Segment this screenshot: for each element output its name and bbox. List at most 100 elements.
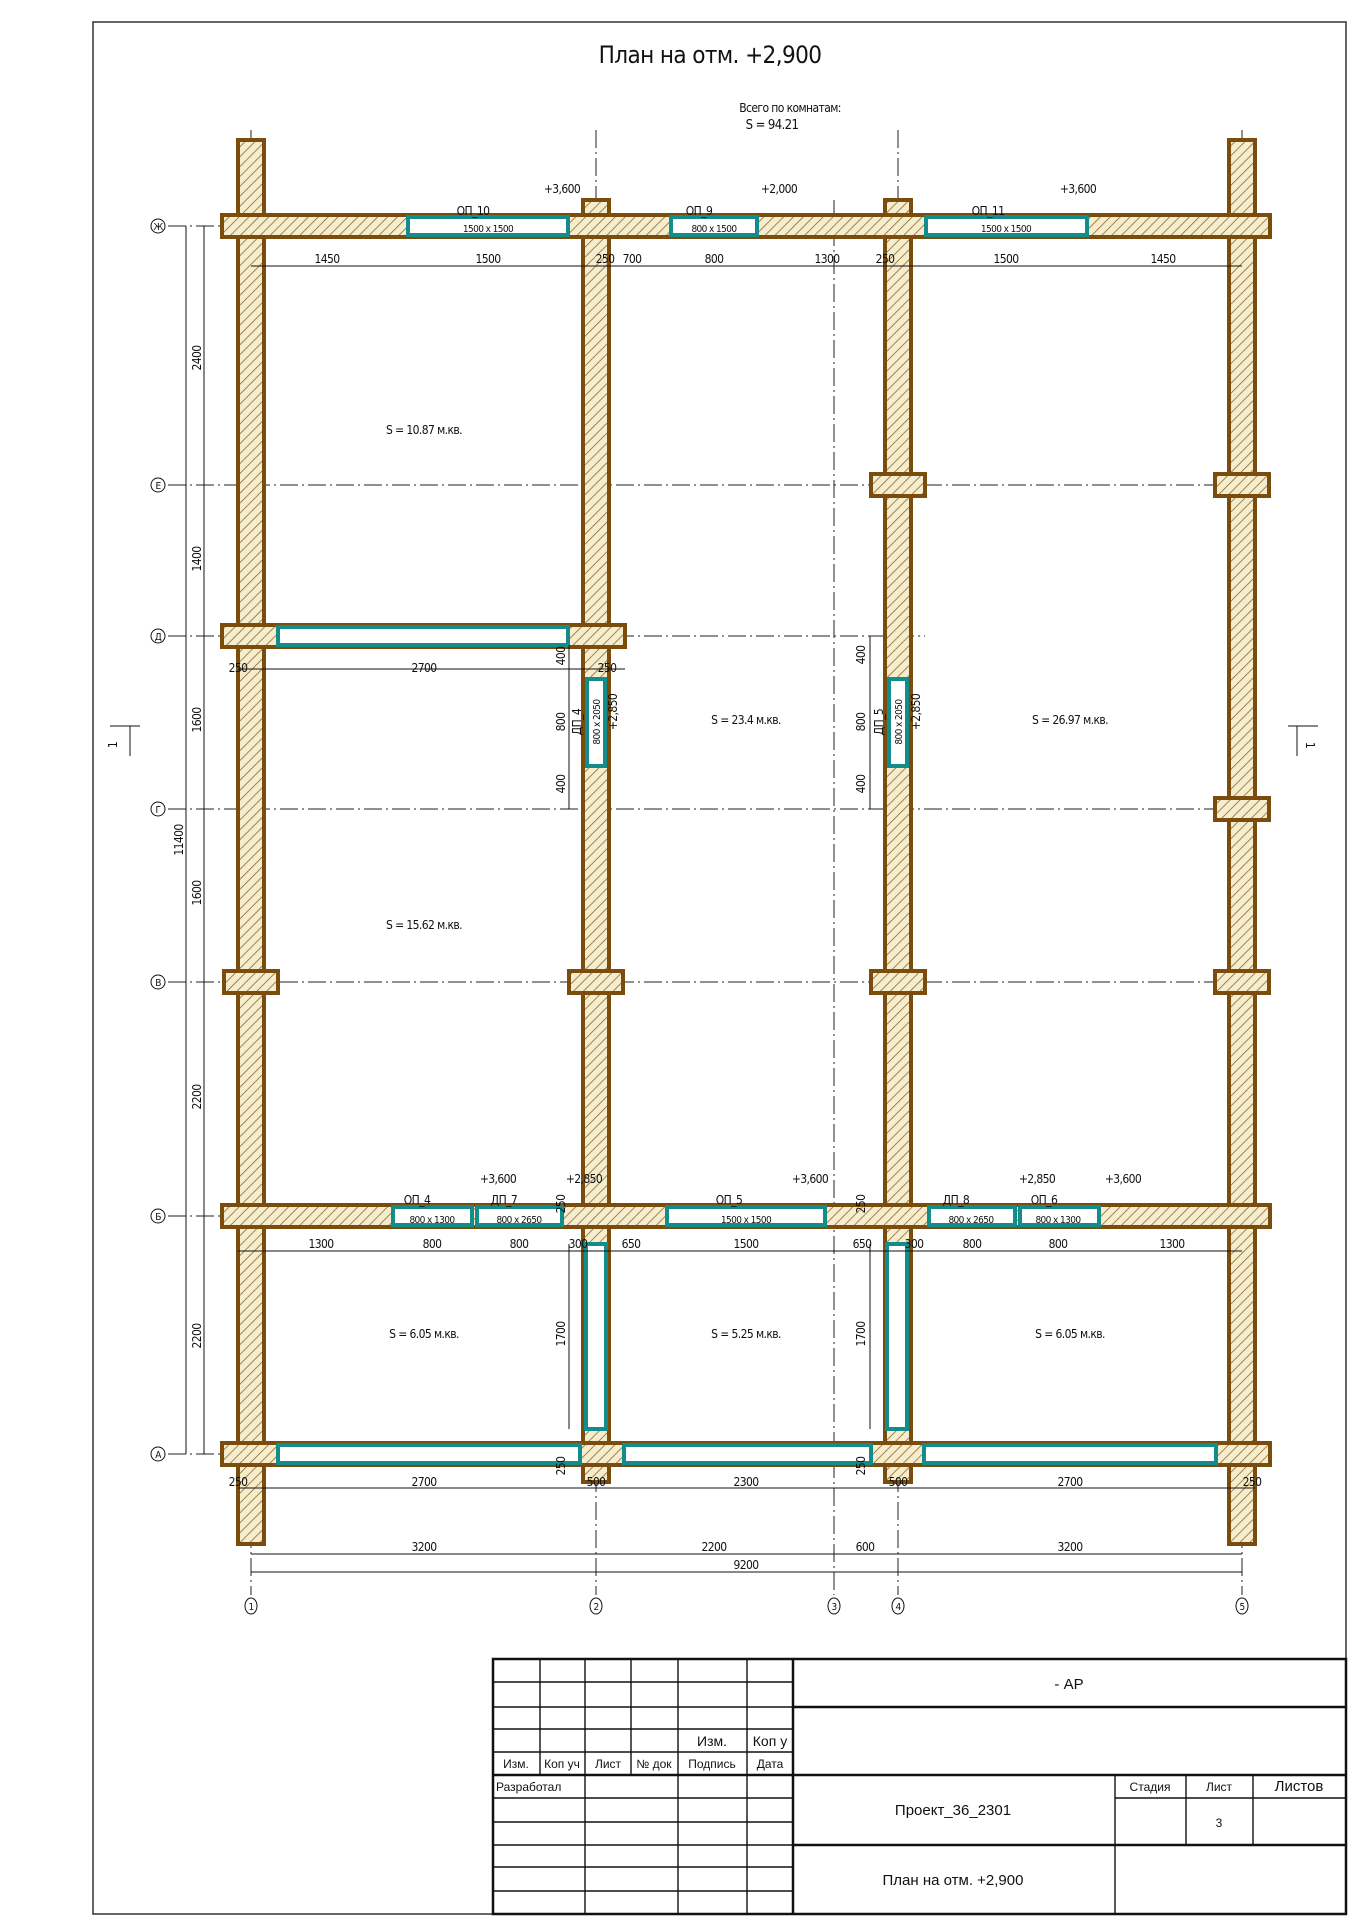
label: 11400 xyxy=(172,824,186,856)
row-axis-markers: Ж Е Д Г В Б А xyxy=(150,218,166,1462)
glazing-row-d xyxy=(276,625,570,647)
label: 600 xyxy=(856,1540,876,1554)
label: 5 xyxy=(1239,1602,1244,1613)
label: 250 xyxy=(854,1456,868,1476)
label: Изм. xyxy=(503,1757,529,1771)
room-area: S = 26.97 м.кв. xyxy=(1032,713,1108,727)
label: 500 xyxy=(889,1475,909,1489)
label: 800 x 1300 xyxy=(409,1215,455,1226)
label: 1 xyxy=(248,1602,253,1613)
dimension-lines xyxy=(185,226,1255,1573)
label: Лист xyxy=(1206,1780,1233,1794)
label: 2200 xyxy=(190,1323,204,1349)
door-dp7 xyxy=(475,1205,564,1227)
label: 1 xyxy=(1303,742,1317,748)
label: +2,850 xyxy=(566,1172,603,1186)
label: 500 xyxy=(587,1475,607,1489)
label: ДП_7 xyxy=(491,1193,517,1207)
drawing-title: План на отм. +2,900 xyxy=(599,41,822,69)
room-area: S = 10.87 м.кв. xyxy=(386,423,462,437)
axis-marker-a: А xyxy=(150,1446,166,1462)
glazing-a-3 xyxy=(922,1443,1218,1465)
axis-marker-d: Д xyxy=(150,628,166,644)
label: 250 xyxy=(598,661,618,675)
title-block: - АР Изм. Коп у Изм. Коп уч Лист № док П… xyxy=(491,1657,1348,1916)
door-dp4 xyxy=(585,677,607,768)
total-area-label: Всего по комнатам: xyxy=(739,101,841,115)
label: 300 xyxy=(569,1237,589,1251)
label: 650 xyxy=(622,1237,642,1251)
label: Коп у xyxy=(753,1733,787,1749)
label: 1600 xyxy=(190,707,204,733)
label: 800 xyxy=(423,1237,443,1251)
axis-marker-2: 2 xyxy=(589,1597,603,1615)
axis-marker-v: В xyxy=(150,974,166,990)
label: 400 xyxy=(854,645,868,665)
label: 800 xyxy=(1049,1237,1069,1251)
room-area: S = 6.05 м.кв. xyxy=(1035,1327,1105,1341)
label: 1600 xyxy=(190,880,204,906)
label: 250 xyxy=(1243,1475,1263,1489)
label: ДП_5 xyxy=(872,709,886,735)
label: +2,000 xyxy=(761,182,798,196)
label: 1400 xyxy=(190,546,204,572)
room-area: S = 5.25 м.кв. xyxy=(711,1327,781,1341)
total-area-value: S = 94.21 xyxy=(746,118,799,133)
label: Е xyxy=(155,481,161,492)
window-op9 xyxy=(669,215,759,237)
label: ДП_4 xyxy=(570,708,584,735)
window-op6 xyxy=(1018,1205,1101,1227)
room-areas: S = 10.87 м.кв. S = 23.4 м.кв. S = 26.97… xyxy=(386,423,1109,1341)
label: +3,600 xyxy=(1105,1172,1142,1186)
label: 800 x 1500 xyxy=(691,224,737,235)
label: 250 xyxy=(876,252,896,266)
label: ОП_4 xyxy=(404,1193,431,1207)
label: Изм. xyxy=(697,1733,727,1749)
label: Г xyxy=(156,805,161,816)
label: 250 xyxy=(596,252,616,266)
section-mark-left: 1 xyxy=(106,725,140,756)
label: 400 xyxy=(554,646,568,666)
label: 250 xyxy=(229,661,249,675)
label: 250 xyxy=(854,1194,868,1214)
label: 800 xyxy=(705,252,725,266)
label: 3200 xyxy=(1057,1540,1083,1554)
label: 1300 xyxy=(308,1237,334,1251)
label: 1500 x 1500 xyxy=(721,1215,772,1226)
label: +3,600 xyxy=(544,182,581,196)
label: Дата xyxy=(757,1757,784,1771)
label: 800 x 1300 xyxy=(1035,1215,1081,1226)
label: 2200 xyxy=(701,1540,727,1554)
label: Стадия xyxy=(1130,1780,1171,1794)
label: 250 xyxy=(554,1456,568,1476)
axis-marker-zh: Ж xyxy=(150,218,166,234)
label: 2700 xyxy=(411,661,437,675)
label: 800 x 2050 xyxy=(592,699,603,745)
partition-axis2 xyxy=(584,1242,608,1431)
label: 2200 xyxy=(190,1084,204,1110)
axis-marker-e: Е xyxy=(150,477,166,493)
project-name: Проект_36_2301 xyxy=(895,1802,1011,1819)
label: 400 xyxy=(854,774,868,794)
axis-marker-g: Г xyxy=(150,801,166,817)
label: 800 x 2050 xyxy=(894,699,905,745)
label: 1700 xyxy=(854,1321,868,1347)
column-axis-markers: 1 2 3 4 5 xyxy=(244,1597,1249,1615)
axis-marker-4: 4 xyxy=(891,1597,905,1615)
window-op10 xyxy=(406,215,570,237)
label: 800 xyxy=(554,712,568,732)
label: 800 x 2650 xyxy=(496,1215,542,1226)
label: 800 xyxy=(510,1237,530,1251)
label: А xyxy=(155,1450,162,1461)
label: 9200 xyxy=(733,1558,759,1572)
label: 3200 xyxy=(411,1540,437,1554)
label: +3,600 xyxy=(480,1172,517,1186)
axis-marker-b: Б xyxy=(150,1208,166,1224)
label: 700 xyxy=(623,252,643,266)
label: 4 xyxy=(895,1602,901,1613)
label: Листов xyxy=(1275,1778,1324,1795)
label: 2400 xyxy=(190,345,204,371)
openings xyxy=(276,215,1218,1465)
window-op5 xyxy=(665,1205,827,1227)
